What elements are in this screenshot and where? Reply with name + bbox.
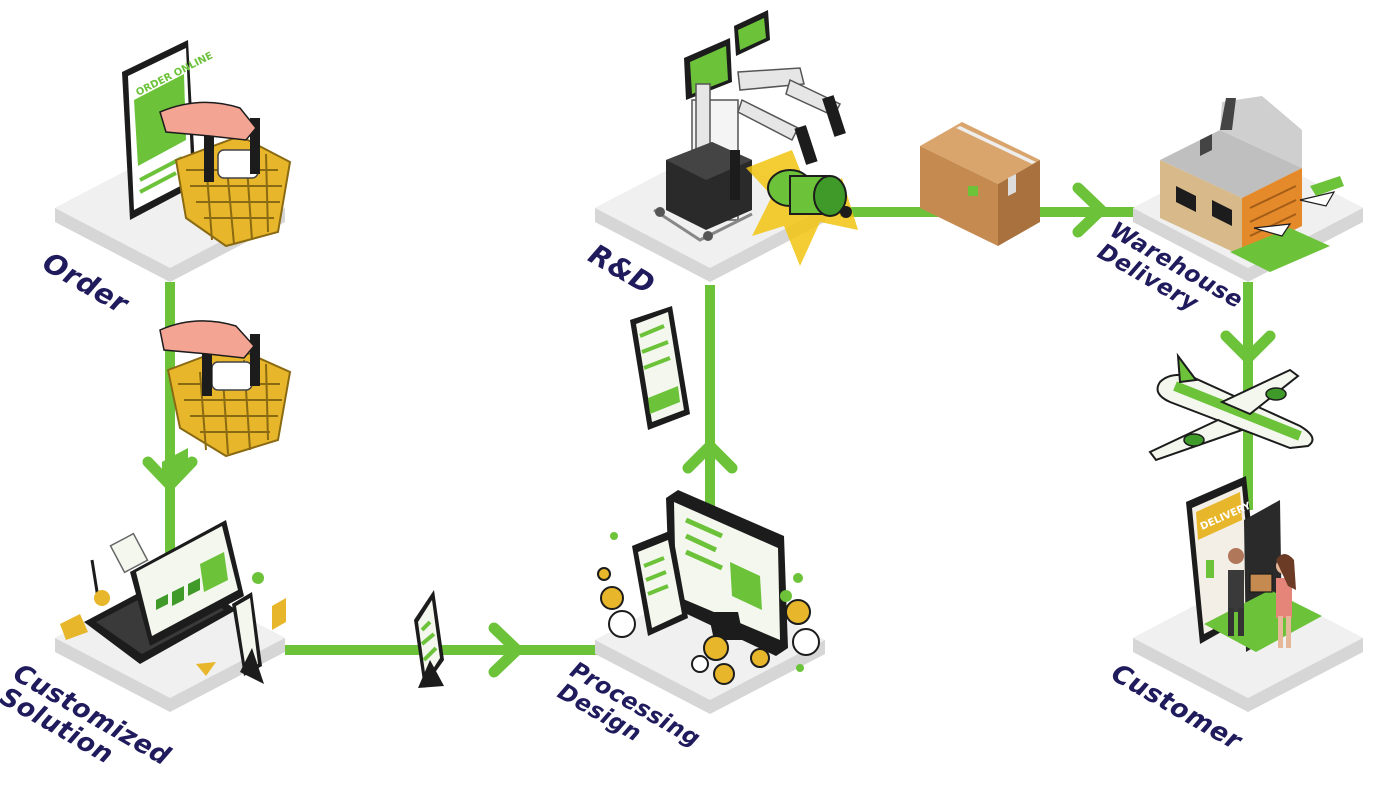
warehouse-illustration [1160,96,1344,272]
arrow-right-icon [488,622,523,678]
hand-icon [159,101,257,141]
gears-icon [597,532,820,685]
airplane-icon [1148,352,1314,462]
tablet-transit-icon [414,590,444,688]
arrow-right-icon [1072,182,1107,238]
monitor-illustration [632,490,788,656]
arrow-up-icon [682,440,738,474]
hand-icon [159,320,255,359]
delivery-phone-illustration: DELIVERY [1186,476,1322,652]
basket-icon [159,101,292,248]
arrow-down-icon [142,456,198,491]
workflow-diagram: ORDER ONLINE [55,10,1363,714]
basket-transit-icon [159,320,292,458]
flow-arrows [142,182,1276,678]
robot-machine-illustration [653,10,846,242]
motor-part-icon [746,150,858,266]
document-transit-icon [630,306,690,430]
package-box-icon [920,122,1040,246]
laptop-illustration [60,448,286,684]
arrow-down-icon [1220,330,1276,364]
